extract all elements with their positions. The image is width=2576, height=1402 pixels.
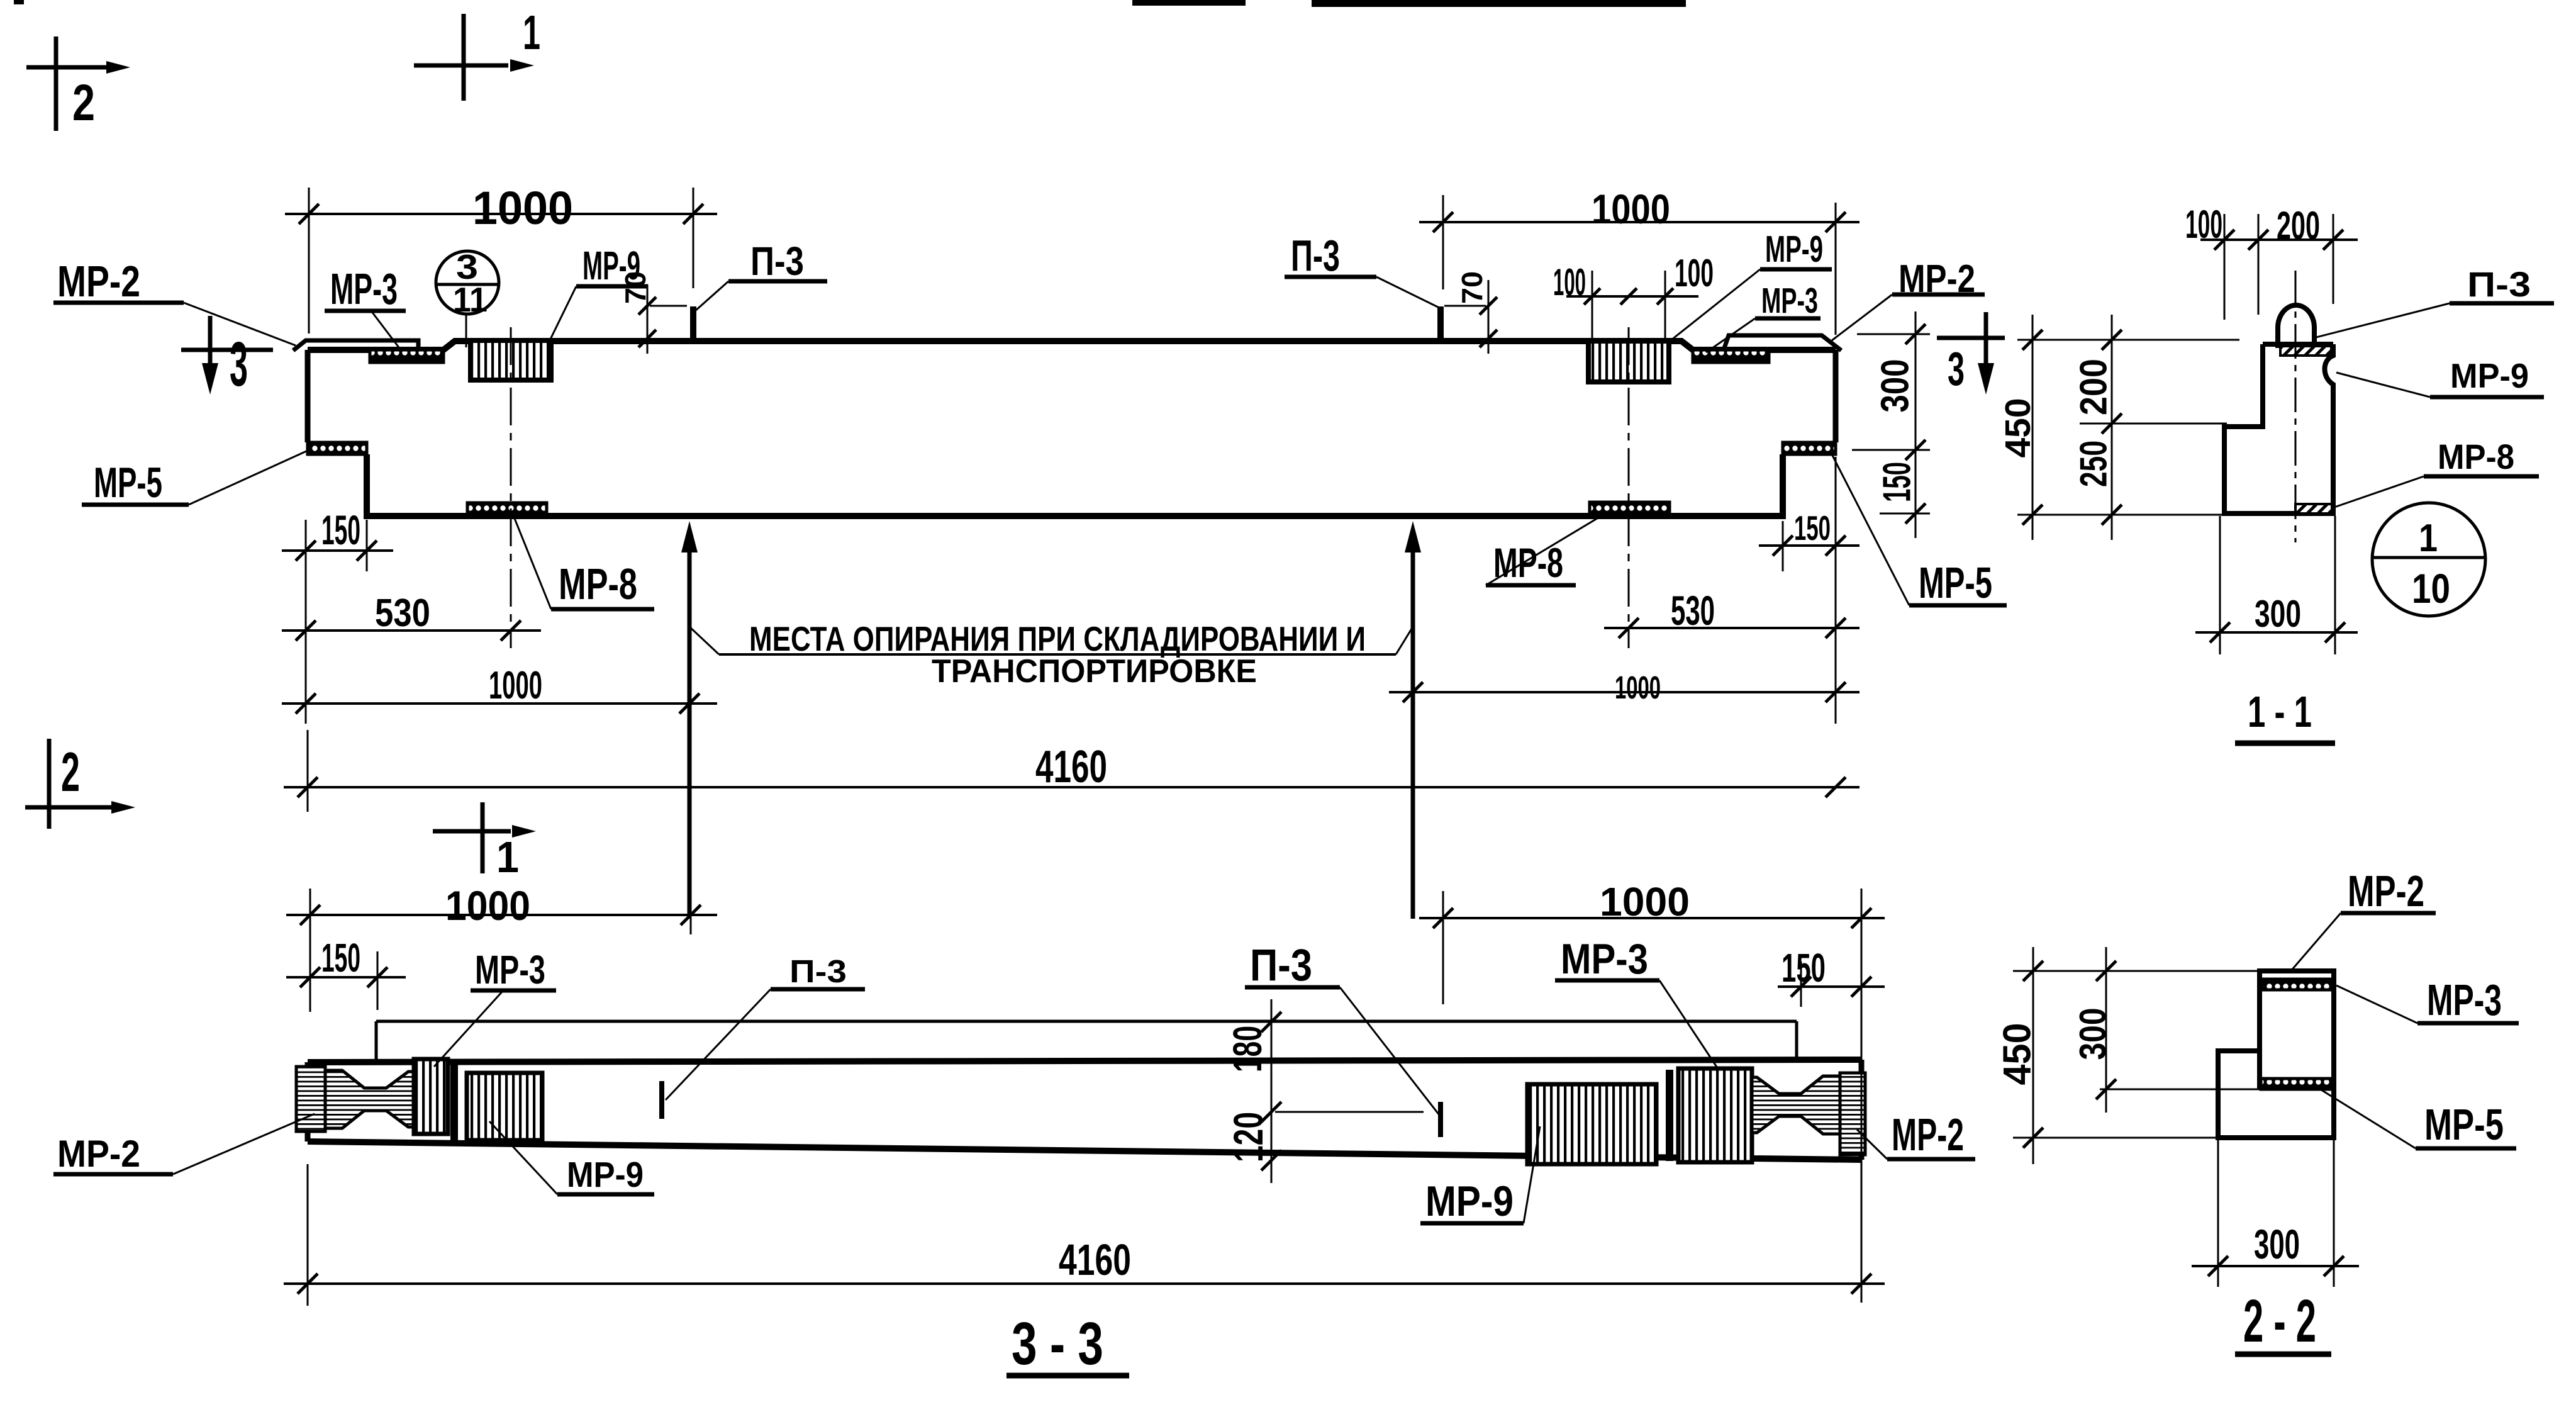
svg-text:100: 100 — [2185, 203, 2222, 247]
svg-text:П-3: П-3 — [1291, 231, 1340, 280]
svg-text:МР-3: МР-3 — [475, 947, 545, 992]
svg-text:2: 2 — [61, 741, 80, 803]
svg-text:3: 3 — [1948, 342, 1965, 395]
svg-text:300: 300 — [2255, 593, 2301, 635]
svg-text:300: 300 — [2254, 1221, 2300, 1267]
svg-text:МР-8: МР-8 — [559, 559, 637, 608]
svg-text:530: 530 — [375, 592, 430, 635]
svg-text:МР-3: МР-3 — [330, 264, 398, 313]
svg-text:МР-9: МР-9 — [567, 1155, 644, 1195]
svg-text:3: 3 — [456, 247, 478, 286]
svg-text:П-3: П-3 — [2467, 264, 2531, 304]
svg-text:1: 1 — [2419, 517, 2438, 560]
svg-text:3: 3 — [230, 329, 248, 400]
svg-text:ТРАНСПОРТИРОВКЕ: ТРАНСПОРТИРОВКЕ — [932, 653, 1257, 690]
svg-text:МР-5: МР-5 — [94, 459, 162, 507]
svg-text:П-3: П-3 — [789, 953, 847, 989]
svg-text:МР-8: МР-8 — [2438, 437, 2514, 476]
svg-text:1000: 1000 — [489, 664, 542, 707]
svg-text:МЕСТА ОПИРАНИЯ ПРИ СКЛАДИРОВАН: МЕСТА ОПИРАНИЯ ПРИ СКЛАДИРОВАНИИ И — [749, 619, 1366, 658]
svg-text:1 - 1: 1 - 1 — [2248, 687, 2312, 736]
svg-text:120: 120 — [1225, 1112, 1271, 1162]
svg-text:450: 450 — [1998, 398, 2038, 458]
svg-text:100: 100 — [1553, 261, 1586, 303]
svg-text:2 - 2: 2 - 2 — [2243, 1287, 2316, 1355]
svg-text:П-3: П-3 — [750, 238, 804, 284]
svg-text:4160: 4160 — [1035, 742, 1107, 792]
svg-text:1000: 1000 — [1600, 879, 1690, 924]
svg-text:180: 180 — [1225, 1026, 1270, 1072]
svg-text:150: 150 — [1876, 462, 1919, 502]
svg-text:200: 200 — [2073, 359, 2115, 415]
svg-text:МР-9: МР-9 — [1425, 1177, 1514, 1225]
svg-text:2: 2 — [72, 74, 95, 132]
svg-text:300: 300 — [1874, 359, 1917, 413]
svg-text:4160: 4160 — [1059, 1235, 1131, 1284]
svg-text:150: 150 — [1781, 945, 1826, 990]
svg-text:10: 10 — [2412, 565, 2450, 612]
svg-text:МР-5: МР-5 — [1919, 558, 1992, 607]
svg-text:300: 300 — [2072, 1008, 2114, 1060]
svg-text:МР-9: МР-9 — [2450, 356, 2529, 395]
svg-text:МР-2: МР-2 — [57, 257, 140, 306]
svg-text:МР-3: МР-3 — [2427, 975, 2502, 1024]
svg-text:1000: 1000 — [1592, 186, 1670, 232]
svg-text:450: 450 — [1996, 1023, 2039, 1085]
svg-text:П-3: П-3 — [1250, 941, 1312, 990]
svg-text:1: 1 — [496, 833, 519, 882]
svg-text:11: 11 — [453, 280, 488, 319]
svg-text:3 - 3: 3 - 3 — [1012, 1310, 1103, 1377]
svg-text:250: 250 — [2073, 440, 2115, 487]
svg-text:МР-3: МР-3 — [1761, 281, 1818, 321]
svg-text:150: 150 — [321, 935, 360, 980]
svg-text:МР-9: МР-9 — [1765, 228, 1823, 270]
svg-text:МР-2: МР-2 — [57, 1133, 140, 1175]
svg-text:МР-2: МР-2 — [1892, 1110, 1964, 1160]
svg-text:1000: 1000 — [1615, 670, 1661, 705]
svg-text:70: 70 — [1456, 271, 1488, 304]
svg-text:МР-3: МР-3 — [1561, 935, 1648, 983]
svg-text:200: 200 — [2277, 204, 2320, 248]
svg-text:150: 150 — [321, 507, 360, 553]
svg-text:1: 1 — [523, 6, 540, 60]
svg-text:МР-2: МР-2 — [2348, 866, 2424, 916]
svg-text:МР-9: МР-9 — [583, 243, 640, 288]
svg-text:МР-8: МР-8 — [1493, 539, 1563, 586]
svg-text:1000: 1000 — [445, 882, 530, 929]
svg-text:530: 530 — [1671, 587, 1715, 634]
svg-text:МР-5: МР-5 — [2424, 1100, 2504, 1149]
svg-text:100: 100 — [1675, 252, 1714, 295]
svg-text:150: 150 — [1794, 508, 1831, 547]
svg-text:1000: 1000 — [472, 182, 573, 234]
